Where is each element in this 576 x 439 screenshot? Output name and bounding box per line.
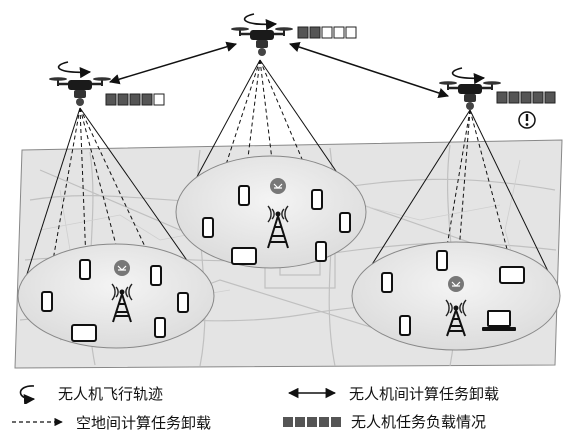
legend-uav-offload-label: 无人机间计算任务卸载 <box>349 384 500 403</box>
trajectory-legend-icon <box>19 385 36 404</box>
coverage-cell-right <box>351 241 561 351</box>
tablet-icon <box>231 247 257 265</box>
legend-trajectory: 无人机飞行轨迹 <box>10 382 163 404</box>
legend-uav-load: 无人机任务负载情况 <box>283 411 486 432</box>
phone-icon <box>339 212 351 233</box>
phone-icon <box>154 317 166 338</box>
double-arrow-legend-icon <box>287 387 337 399</box>
legend-trajectory-label: 无人机飞行轨迹 <box>58 384 164 403</box>
load-indicator-right <box>496 91 556 104</box>
tablet-icon <box>499 266 525 284</box>
dashed-arrow-legend-icon <box>12 417 63 427</box>
phone-icon <box>315 241 327 262</box>
legend: 无人机飞行轨迹 无人机间计算任务卸载 空地间计算任务卸载 无人机任务负载情况 <box>0 378 576 439</box>
phone-icon <box>238 185 250 206</box>
load-indicator-center <box>297 26 357 39</box>
uav-right <box>439 67 501 110</box>
phone-icon <box>202 217 214 238</box>
edge-server-icon-center <box>270 178 286 194</box>
tower-icon-left <box>111 283 133 323</box>
trajectory-arrow-left <box>57 61 92 79</box>
devices-right <box>381 250 525 336</box>
load-indicator-left <box>105 93 165 106</box>
edge-server-icon-right <box>448 276 464 292</box>
trajectory-arrow-right <box>451 67 486 85</box>
legend-uav-offload: 无人机间计算任务卸载 <box>283 382 499 404</box>
phone-icon <box>150 265 162 286</box>
trajectory-arrow-center <box>243 13 278 31</box>
devices-left <box>41 259 189 342</box>
phone-icon <box>41 291 53 312</box>
legend-ground-offload: 空地间计算任务卸载 <box>10 411 211 433</box>
laptop-icon <box>487 310 511 327</box>
phone-icon <box>177 292 189 313</box>
phone-icon <box>79 259 91 280</box>
uav-center <box>231 13 293 56</box>
phone-icon <box>311 189 323 210</box>
edge-server-icon-left <box>114 260 130 276</box>
tablet-icon <box>71 324 97 342</box>
uav-left <box>49 61 111 106</box>
tower-icon-right <box>445 299 467 337</box>
legend-uav-load-label: 无人机任务负载情况 <box>351 413 487 431</box>
phone-icon <box>436 250 448 271</box>
legend-ground-offload-label: 空地间计算任务卸载 <box>76 413 212 432</box>
load-squares-legend-icon <box>283 413 343 431</box>
tower-icon-center <box>267 205 289 249</box>
devices-center <box>202 185 351 265</box>
phone-icon <box>381 272 393 293</box>
uav-offload-arrows <box>108 41 449 99</box>
phone-icon <box>399 315 411 336</box>
alert-icon <box>518 111 536 129</box>
